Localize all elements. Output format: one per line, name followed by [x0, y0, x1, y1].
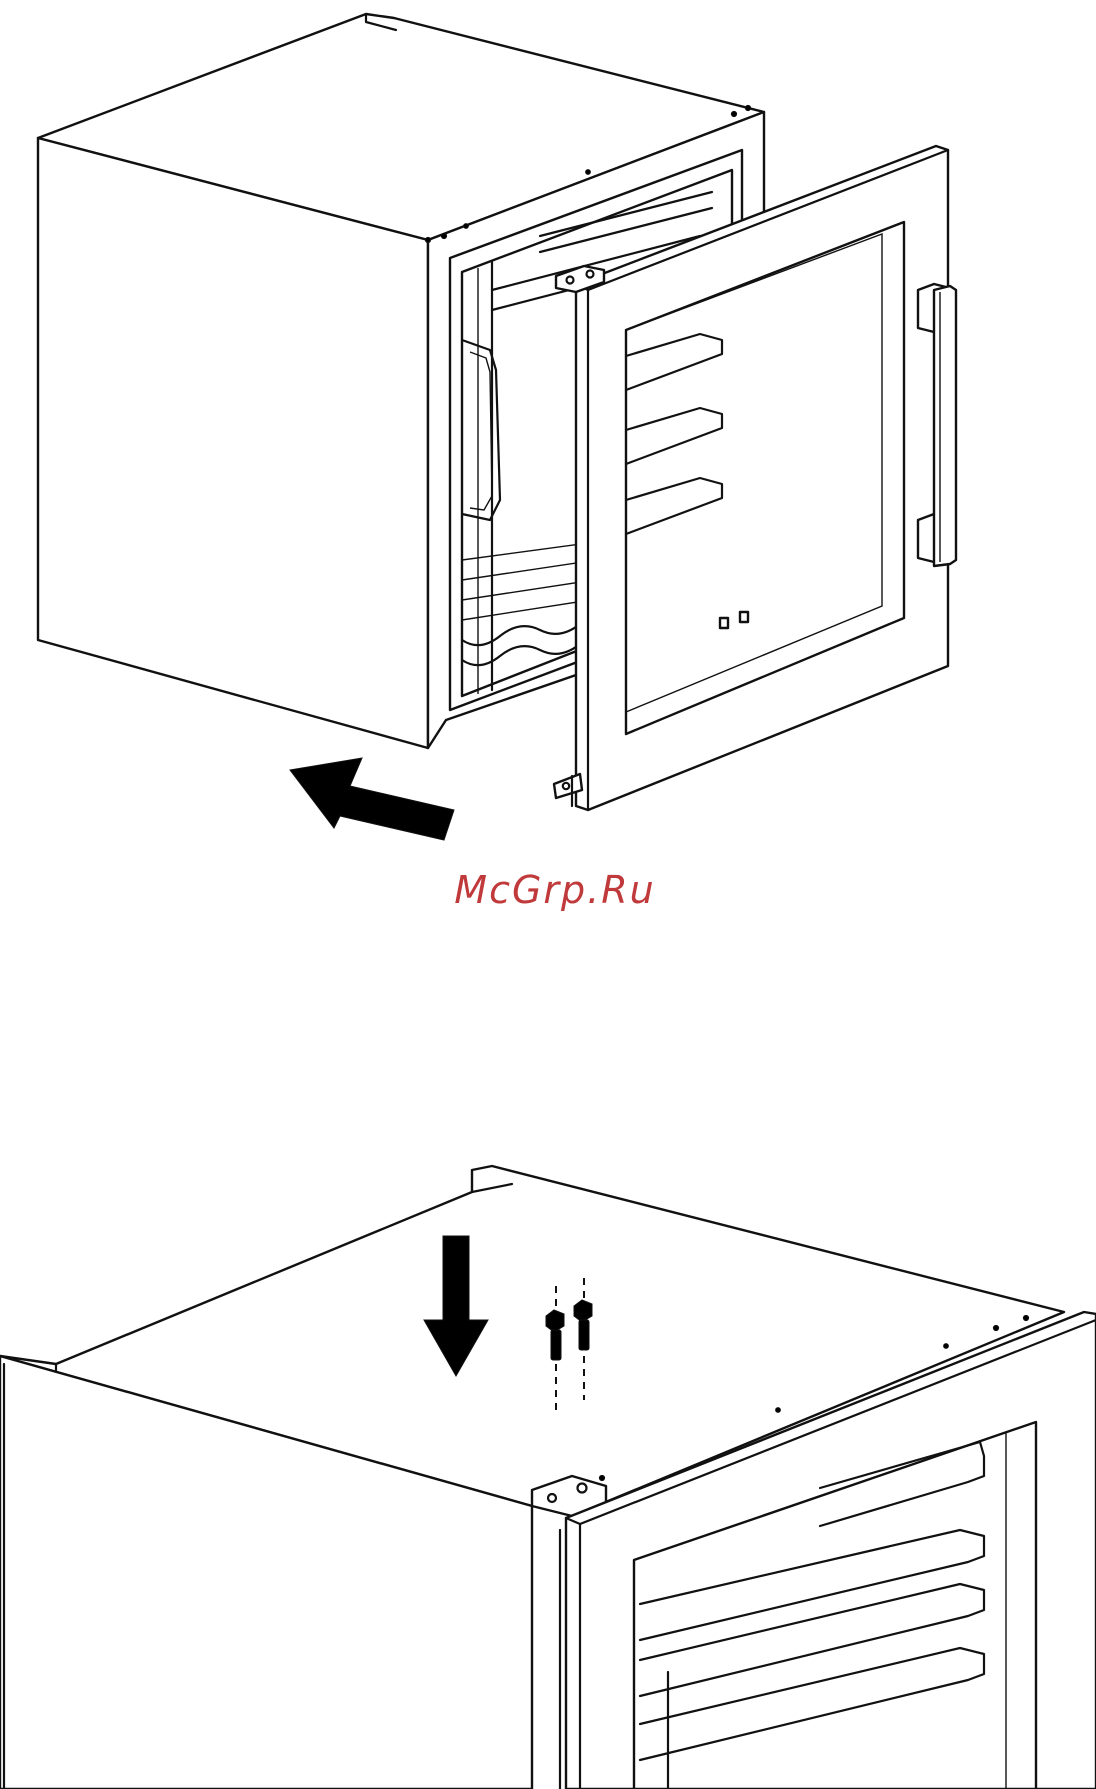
hinge-screw-illustration	[0, 1120, 1096, 1789]
door-mounting-illustration	[0, 0, 1096, 860]
watermark-text: McGrp.Ru	[0, 868, 1096, 912]
cabinet-top-icon	[0, 1166, 1096, 1789]
push-arrow-icon	[290, 758, 454, 840]
